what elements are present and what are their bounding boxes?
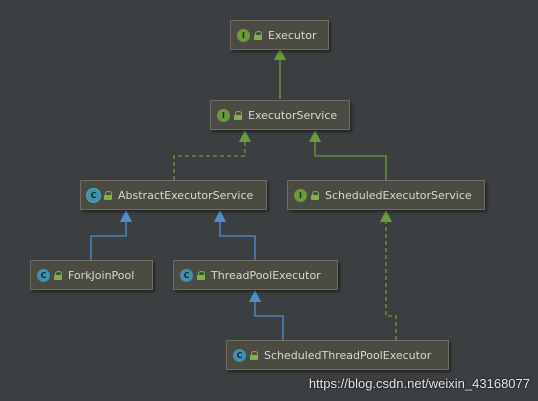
node-label: AbstractExecutorService (118, 188, 254, 202)
public-lock-icon (234, 110, 242, 120)
arrowhead-threadpool (249, 290, 261, 302)
public-lock-icon (311, 190, 319, 200)
arrowhead-scheduledes (380, 210, 392, 222)
edge-forkjoinpool-extends-abstract (90, 216, 127, 260)
node-scheduled-executor-service[interactable]: I ScheduledExecutorService (287, 180, 485, 210)
arrowhead-executor (274, 48, 286, 60)
edge-threadpool-extends-abstract (219, 216, 256, 260)
abstract-class-icon: C (87, 188, 100, 202)
node-executor[interactable]: I Executor (230, 20, 329, 50)
public-lock-icon (54, 270, 62, 280)
node-label: ExecutorService (248, 108, 338, 122)
node-executor-service[interactable]: I ExecutorService (210, 100, 350, 130)
node-label: Executor (268, 28, 317, 42)
node-label: ScheduledThreadPoolExecutor (264, 348, 432, 362)
node-label: ThreadPoolExecutor (211, 268, 321, 282)
interface-icon: I (217, 108, 230, 122)
public-lock-icon (197, 270, 205, 280)
public-lock-icon (250, 350, 258, 360)
node-thread-pool-executor[interactable]: C ThreadPoolExecutor (173, 260, 338, 290)
arrowhead-executorservice-left (239, 130, 251, 142)
watermark: https://blog.csdn.net/weixin_43168077 (308, 376, 530, 391)
node-label: ForkJoinPool (68, 268, 135, 282)
edge-scheduledes-extends-executorservice (314, 136, 387, 180)
public-lock-icon (254, 30, 262, 40)
class-icon: C (180, 268, 193, 282)
public-lock-icon (104, 190, 112, 200)
node-label: ScheduledExecutorService (325, 188, 472, 202)
edge-scheduledtpe-extends-threadpool (254, 296, 284, 340)
node-fork-join-pool[interactable]: C ForkJoinPool (30, 260, 153, 290)
interface-icon: I (237, 28, 250, 42)
edge-abstract-implements-executorservice (173, 136, 246, 180)
arrowhead-executorservice-right (309, 130, 321, 142)
class-icon: C (37, 268, 50, 282)
edge-scheduledtpe-implements-scheduledes (385, 216, 397, 340)
arrowhead-abstract-left (120, 210, 132, 222)
class-icon: C (233, 348, 246, 362)
arrowhead-abstract-right (214, 210, 226, 222)
node-scheduled-thread-pool-executor[interactable]: C ScheduledThreadPoolExecutor (226, 340, 449, 370)
node-abstract-executor-service[interactable]: C AbstractExecutorService (80, 180, 267, 210)
interface-icon: I (294, 188, 307, 202)
